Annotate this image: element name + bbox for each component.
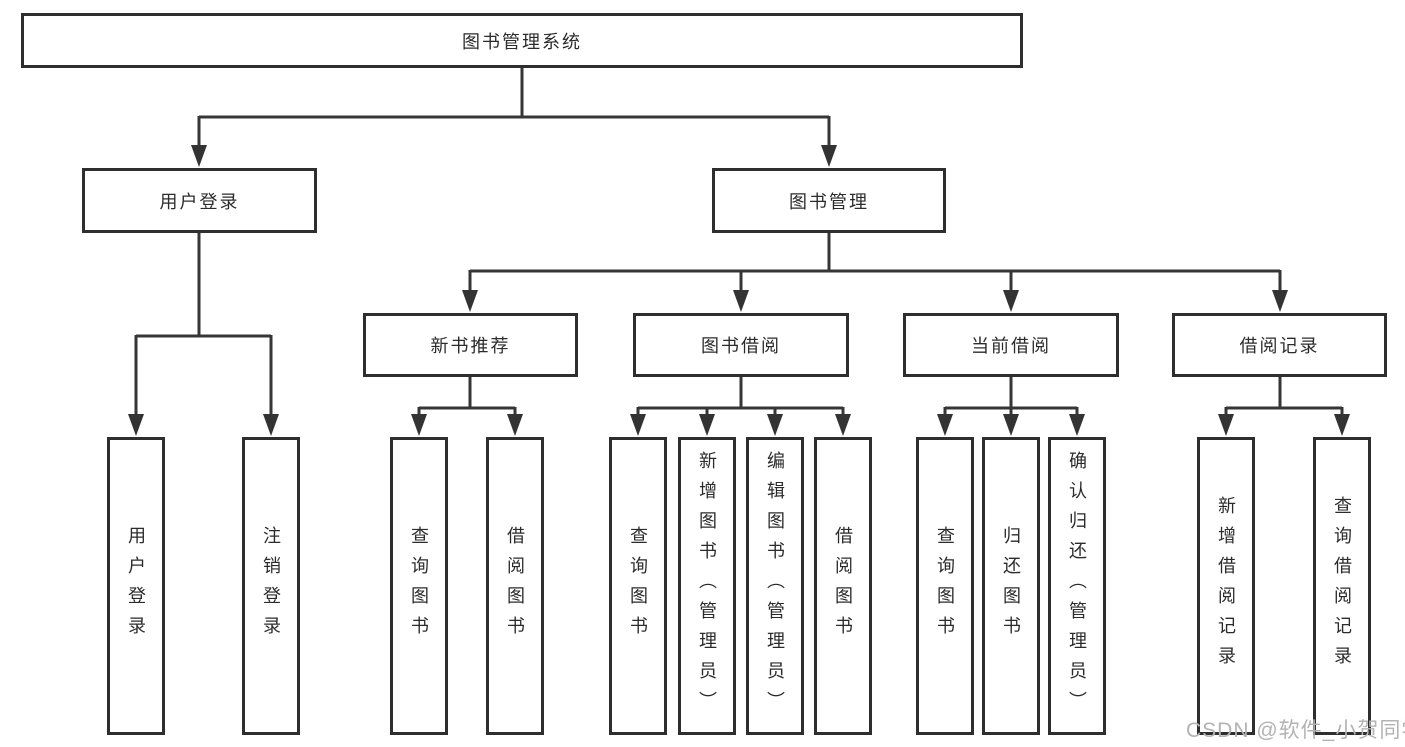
leaf-query-books-current: 查询图书 xyxy=(916,437,974,735)
leaf-label: 新增借阅记录 xyxy=(1216,496,1236,676)
node-new-book-recommend: 新书推荐 xyxy=(363,313,578,377)
leaf-logout: 注销登录 xyxy=(242,437,300,735)
node-book-borrow: 图书借阅 xyxy=(633,313,849,377)
leaf-label: 确认归还（管理员） xyxy=(1067,451,1087,721)
leaf-label: 归还图书 xyxy=(1001,526,1021,646)
node-library-system: 图书管理系统 xyxy=(21,13,1023,68)
node-current-borrow: 当前借阅 xyxy=(903,313,1119,377)
leaf-return-books: 归还图书 xyxy=(982,437,1040,735)
leaf-user-login: 用户登录 xyxy=(107,437,165,735)
leaf-label: 编辑图书（管理员） xyxy=(765,451,785,721)
leaf-label: 借阅图书 xyxy=(833,526,853,646)
leaf-borrow-books: 借阅图书 xyxy=(814,437,872,735)
node-book-management: 图书管理 xyxy=(712,168,946,233)
leaf-edit-books-admin: 编辑图书（管理员） xyxy=(746,437,804,735)
leaf-add-books-admin: 新增图书（管理员） xyxy=(678,437,736,735)
leaf-confirm-return-admin: 确认归还（管理员） xyxy=(1048,437,1106,735)
leaf-label: 查询图书 xyxy=(409,526,429,646)
leaf-query-borrow-record: 查询借阅记录 xyxy=(1313,437,1371,735)
leaf-label: 查询借阅记录 xyxy=(1332,496,1352,676)
leaf-query-books-recommend: 查询图书 xyxy=(390,437,448,735)
csdn-watermark: CSDN @软件_小贺同学 xyxy=(1186,719,1405,742)
node-borrow-records: 借阅记录 xyxy=(1172,313,1387,377)
leaf-label: 注销登录 xyxy=(261,526,281,646)
leaf-add-borrow-record: 新增借阅记录 xyxy=(1197,437,1255,735)
leaf-label: 用户登录 xyxy=(126,526,146,646)
node-user-login: 用户登录 xyxy=(82,168,317,233)
leaf-label: 新增图书（管理员） xyxy=(697,451,717,721)
leaf-label: 借阅图书 xyxy=(505,526,525,646)
leaf-label: 查询图书 xyxy=(935,526,955,646)
leaf-label: 查询图书 xyxy=(628,526,648,646)
leaf-query-books-borrow: 查询图书 xyxy=(609,437,667,735)
leaf-borrow-books-recommend: 借阅图书 xyxy=(486,437,544,735)
